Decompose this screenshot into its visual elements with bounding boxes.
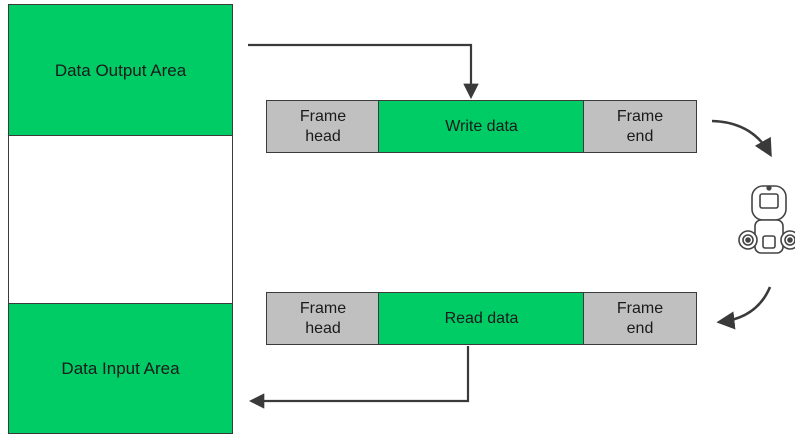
write-flow-arrow [248, 43, 479, 100]
read-frame-end-line1: Frame [616, 299, 664, 317]
read-frame-head: Frame head [266, 292, 380, 345]
curved-arrow-from-device [716, 286, 772, 330]
write-frame-head-line1: Frame [299, 107, 347, 125]
read-frame-end: Frame end [583, 292, 697, 345]
buffer-middle-area [8, 135, 233, 305]
read-frame-head-line1: Frame [299, 299, 347, 317]
write-frame-head-line2: head [305, 127, 341, 145]
read-frame-data: Read data [378, 292, 585, 345]
read-frame-head-line2: head [305, 319, 341, 337]
write-frame-end: Frame end [583, 100, 697, 153]
curved-arrow-to-device [711, 119, 772, 158]
write-frame-end-line1: Frame [616, 107, 664, 125]
data-output-area-label: Data Output Area [54, 60, 187, 80]
write-frame-end-line2: end [626, 127, 654, 145]
data-output-area: Data Output Area [8, 4, 233, 137]
read-flow-arrow [248, 346, 470, 409]
data-input-area-label: Data Input Area [61, 358, 180, 378]
data-input-area: Data Input Area [8, 303, 233, 434]
write-frame-data: Write data [378, 100, 585, 153]
read-data-label: Read data [444, 309, 519, 327]
read-frame-end-line2: end [626, 319, 654, 337]
robot-icon [738, 185, 795, 254]
write-data-label: Write data [445, 117, 518, 135]
write-frame-head: Frame head [266, 100, 380, 153]
